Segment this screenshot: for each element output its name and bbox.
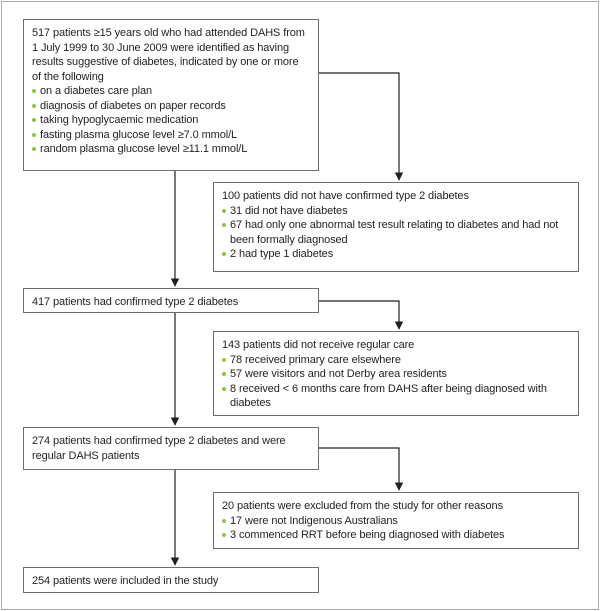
list-item: 67 had only one abnormal test result rel… (222, 218, 570, 247)
box-excluded-not-confirmed: 100 patients did not have confirmed type… (213, 182, 579, 272)
arrow-regular-to-excluded-3 (319, 447, 404, 491)
arrow-confirmed-to-excluded-2 (319, 300, 404, 330)
list-item: on a diabetes care plan (32, 84, 310, 99)
list-item: 78 received primary care elsewhere (222, 353, 570, 368)
regular-text: 274 patients had confirmed type 2 diabet… (32, 435, 286, 462)
box-confirmed: 417 patients had confirmed type 2 diabet… (23, 288, 319, 313)
confirmed-text: 417 patients had confirmed type 2 diabet… (32, 296, 239, 308)
initial-criteria-list: on a diabetes care plan diagnosis of dia… (32, 84, 310, 157)
list-item: 57 were visitors and not Derby area resi… (222, 367, 570, 382)
excluded-3-text: 20 patients were excluded from the study… (222, 500, 503, 512)
arrow-initial-to-excluded-1 (319, 72, 404, 181)
included-text: 254 patients were included in the study (32, 575, 219, 587)
excluded-1-list: 31 did not have diabetes 67 had only one… (222, 204, 570, 262)
list-item: random plasma glucose level ≥11.1 mmol/L (32, 142, 310, 157)
list-item: diagnosis of diabetes on paper records (32, 99, 310, 114)
list-item: 8 received < 6 months care from DAHS aft… (222, 382, 570, 411)
box-excluded-other: 20 patients were excluded from the study… (213, 492, 579, 549)
list-item: 31 did not have diabetes (222, 204, 570, 219)
box-included: 254 patients were included in the study (23, 567, 319, 593)
list-item: 17 were not Indigenous Australians (222, 514, 570, 529)
excluded-3-list: 17 were not Indigenous Australians 3 com… (222, 514, 570, 543)
box-excluded-no-regular-care: 143 patients did not receive regular car… (213, 331, 579, 416)
excluded-1-text: 100 patients did not have confirmed type… (222, 190, 469, 202)
list-item: fasting plasma glucose level ≥7.0 mmol/L (32, 128, 310, 143)
box-regular-patients: 274 patients had confirmed type 2 diabet… (23, 427, 319, 470)
list-item: 3 commenced RRT before being diagnosed w… (222, 528, 570, 543)
list-item: 2 had type 1 diabetes (222, 247, 570, 262)
excluded-2-list: 78 received primary care elsewhere 57 we… (222, 353, 570, 411)
initial-cohort-text: 517 patients ≥15 years old who had atten… (32, 27, 305, 83)
box-initial-cohort: 517 patients ≥15 years old who had atten… (23, 19, 319, 171)
excluded-2-text: 143 patients did not receive regular car… (222, 339, 415, 351)
list-item: taking hypoglycaemic medication (32, 113, 310, 128)
